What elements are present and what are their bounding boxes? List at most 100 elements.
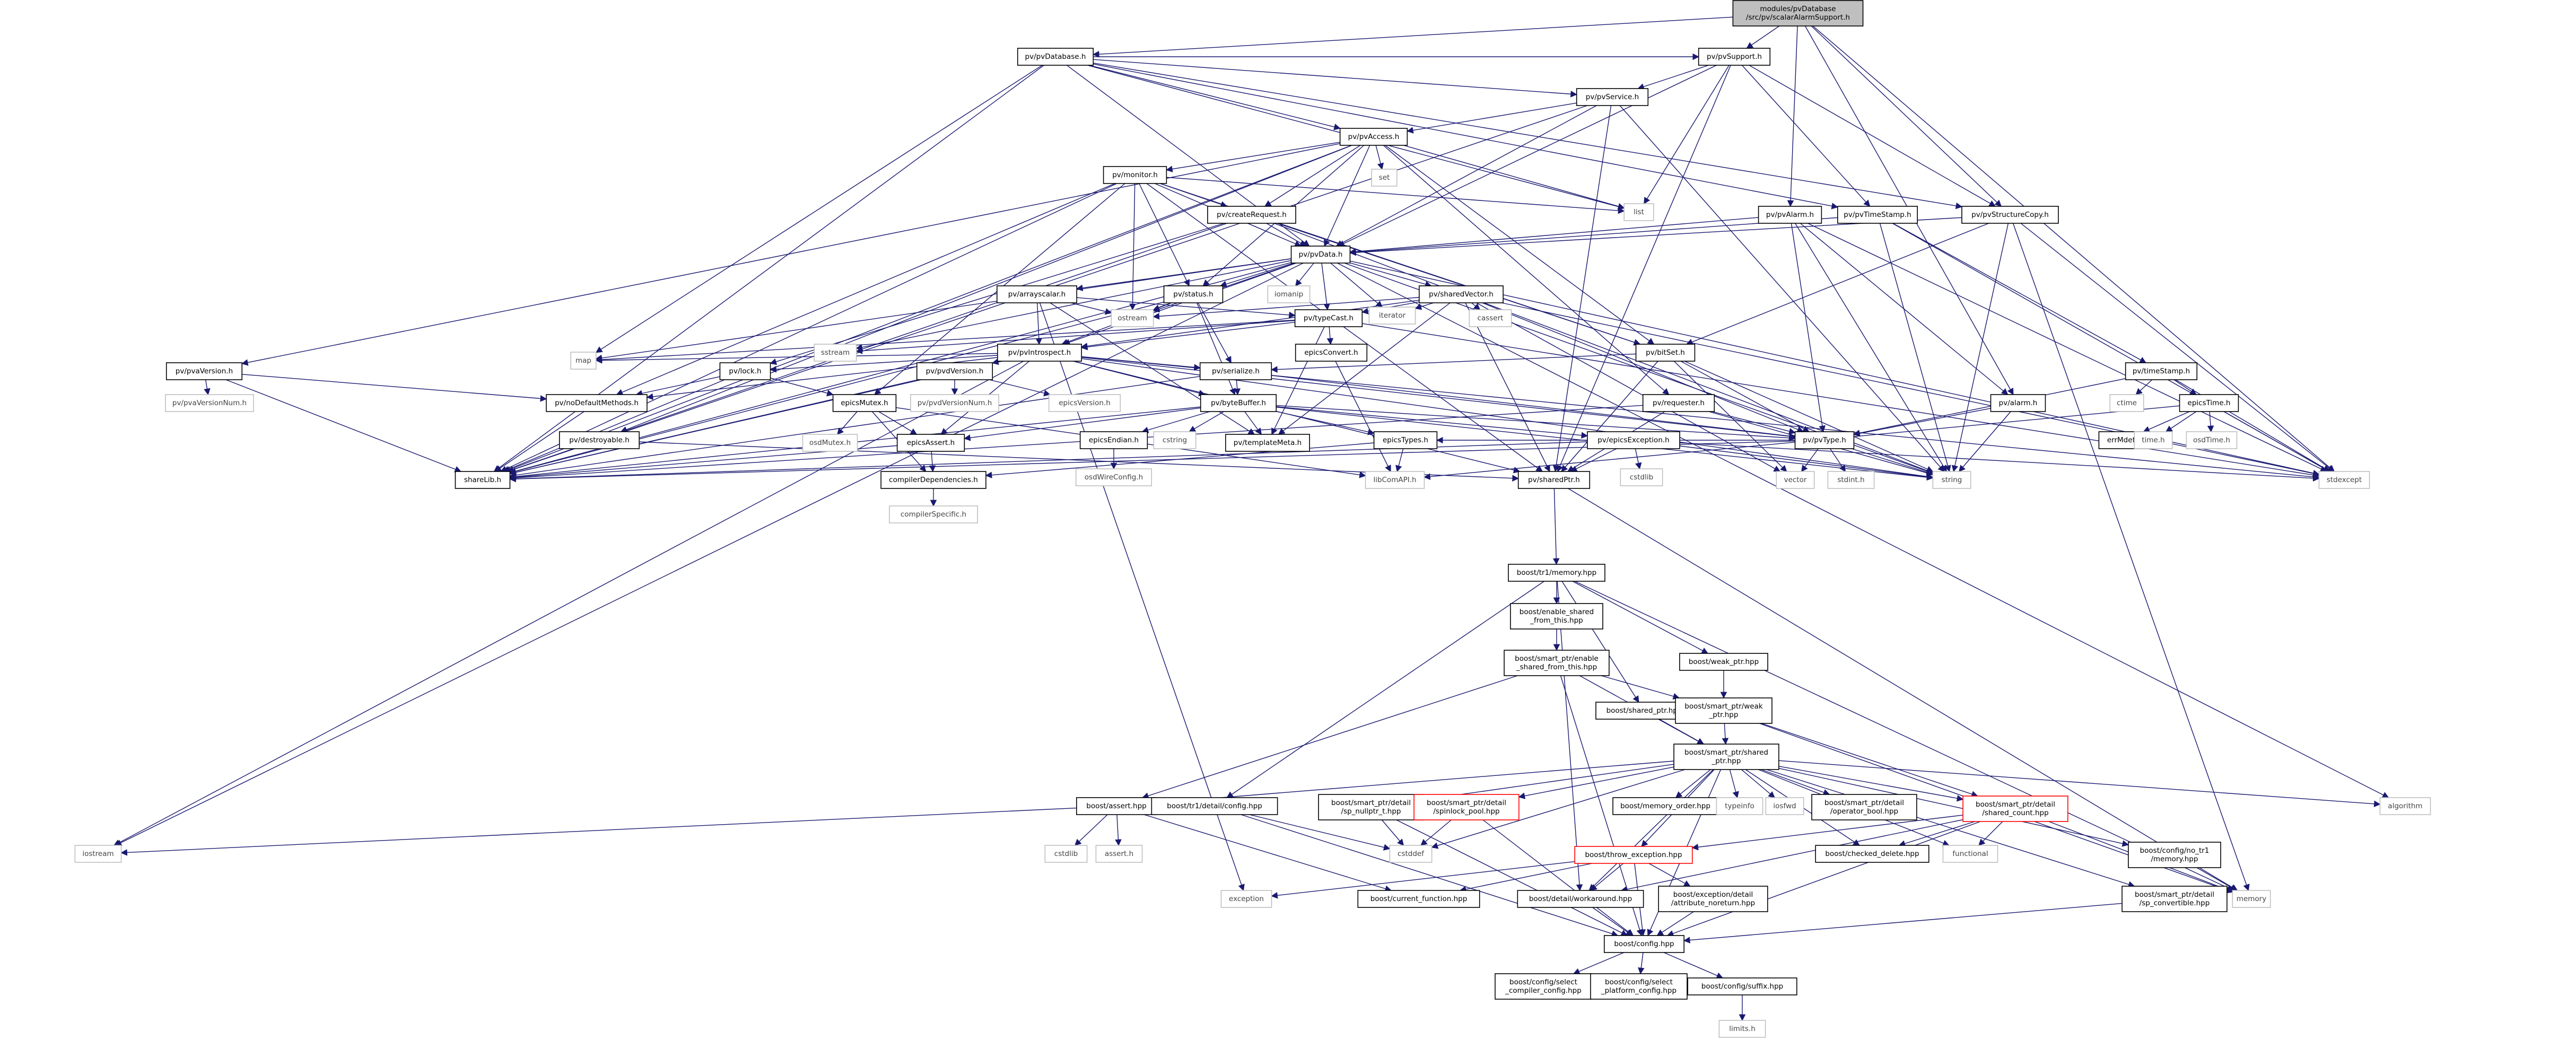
graph-node-templateMeta[interactable]: pv/templateMeta.h (1225, 434, 1310, 452)
edge-line (1092, 16, 1733, 58)
edge-spSharedPtr-to-spinlockPool (1518, 766, 1674, 799)
node-box (1811, 794, 1917, 820)
node-label: pv/typeCast.h (1304, 314, 1354, 322)
graph-node-serialize[interactable]: pv/serialize.h (1199, 362, 1272, 380)
node-label: pv/alarm.h (1999, 399, 2038, 407)
edge-line (509, 440, 1795, 483)
graph-node-tr1DetailConfig[interactable]: boost/tr1/detail/config.hpp (1151, 797, 1278, 815)
edge-tr1DetailConfig-to-cstddef (1249, 814, 1391, 851)
node-box (165, 394, 254, 412)
graph-node-memoryOrder[interactable]: boost/memory_order.hpp (1612, 797, 1718, 815)
edge-typeCast-to-map (595, 319, 1295, 363)
graph-node-pvSupport[interactable]: pv/pvSupport.h (1698, 48, 1771, 66)
graph-node-pvService[interactable]: pv/pvService.h (1576, 88, 1649, 106)
graph-node-pvType[interactable]: pv/pvType.h (1794, 431, 1855, 449)
graph-node-pvaException[interactable]: pv/epicsException.h (1587, 431, 1680, 449)
edge-typeCast-to-pvIntrospect (1080, 321, 1295, 351)
graph-node-pvStatus[interactable]: pv/status.h (1163, 285, 1224, 303)
graph-node-spConvertible[interactable]: boost/smart_ptr/detail/sp_convertible.hp… (2121, 886, 2228, 912)
graph-node-sharedVector[interactable]: pv/sharedVector.h (1419, 285, 1504, 303)
graph-node-sharedPtr[interactable]: pv/sharedPtr.h (1517, 471, 1591, 489)
graph-node-destroyable[interactable]: pv/destroyable.h (559, 431, 640, 449)
edge-pvSupport-to-pvData (1338, 65, 1717, 247)
node-label: cstdlib (1630, 473, 1653, 482)
graph-node-lock[interactable]: pv/lock.h (719, 362, 771, 380)
graph-node-root[interactable]: modules/pvDatabase/src/pv/scalarAlarmSup… (1732, 0, 1864, 27)
graph-node-throwException[interactable]: boost/throw_exception.hpp (1574, 846, 1693, 864)
graph-node-pvIntrospect[interactable]: pv/pvIntrospect.h (997, 344, 1082, 362)
node-label: pv/noDefaultMethods.h (555, 399, 639, 407)
graph-node-pvDatabase[interactable]: pv/pvDatabase.h (1017, 48, 1094, 66)
edge-line (1276, 405, 1796, 442)
graph-node-attrNoreturn[interactable]: boost/exception/detail/attribute_noretur… (1658, 886, 1768, 912)
edge-pvAccess-to-destroyable (620, 145, 1352, 433)
graph-node-boostAssert[interactable]: boost/assert.hpp (1076, 797, 1157, 815)
graph-node-checkedDelete[interactable]: boost/checked_delete.hpp (1815, 845, 1929, 863)
graph-node-tr1memory[interactable]: boost/tr1/memory.hpp (1508, 564, 1605, 582)
graph-node-noTr1Memory[interactable]: boost/config/no_tr1/memory.hpp (2128, 842, 2221, 868)
graph-node-pvArrayScalar[interactable]: pv/arrayscalar.h (997, 285, 1078, 303)
node-label: pv/pvaVersionNum.h (172, 399, 247, 407)
graph-node-epicsConvert[interactable]: epicsConvert.h (1295, 344, 1368, 362)
edge-root-to-pvDatabase (1092, 16, 1733, 58)
graph-node-requester[interactable]: pv/requester.h (1642, 394, 1715, 412)
graph-node-pvData[interactable]: pv/pvData.h (1290, 246, 1351, 264)
graph-node-compilerDependencies[interactable]: compilerDependencies.h (880, 471, 986, 489)
graph-node-selectCompiler[interactable]: boost/config/select_compiler_config.hpp (1495, 973, 1592, 1000)
graph-node-pvAccess[interactable]: pv/pvAccess.h (1339, 128, 1408, 146)
edge-line (620, 145, 1352, 433)
graph-node-pvStructureCopy[interactable]: pv/pvStructureCopy.h (1961, 206, 2059, 224)
graph-node-spNullptr[interactable]: boost/smart_ptr/detail/sp_nullptr_t.hpp (1318, 794, 1424, 820)
graph-node-monitor[interactable]: pv/monitor.h (1103, 166, 1167, 184)
graph-node-pvTimeStamp[interactable]: pv/pvTimeStamp.h (1837, 206, 1918, 224)
graph-node-pvaVersion[interactable]: pv/pvaVersion.h (165, 362, 243, 380)
node-box (1318, 794, 1424, 820)
graph-node-bitSet[interactable]: pv/bitSet.h (1635, 344, 1696, 362)
graph-node-spWeakPtr[interactable]: boost/smart_ptr/weak_ptr.hpp (1675, 697, 1772, 724)
edge-line (1271, 353, 1636, 373)
edge-pvData-to-iomanip (1295, 263, 1314, 286)
graph-node-epicsMutex[interactable]: epicsMutex.h (832, 394, 897, 412)
graph-node-pvdVersion[interactable]: pv/pvdVersion.h (916, 362, 993, 380)
edge-line (1811, 25, 2002, 207)
graph-node-byteBuffer[interactable]: pv/byteBuffer.h (1200, 394, 1277, 412)
graph-node-weakPtr[interactable]: boost/weak_ptr.hpp (1679, 653, 1768, 671)
graph-node-typeCast[interactable]: pv/typeCast.h (1294, 309, 1363, 327)
graph-node-createRequest[interactable]: pv/createRequest.h (1207, 206, 1296, 224)
graph-node-sharedCount[interactable]: boost/smart_ptr/detail/shared_count.hpp (1962, 796, 2068, 822)
graph-node-epicsTime[interactable]: epicsTime.h (2179, 394, 2239, 412)
graph-node-config[interactable]: boost/config.hpp (1604, 935, 1685, 953)
node-label: boost/weak_ptr.hpp (1689, 658, 1759, 666)
edge-line (1570, 448, 1617, 472)
graph-node-suffix[interactable]: boost/config/suffix.hpp (1687, 977, 1797, 995)
graph-node-workaround[interactable]: boost/detail/workaround.hpp (1517, 890, 1644, 908)
graph-node-alarm[interactable]: pv/alarm.h (1990, 394, 2046, 412)
edge-line (1778, 766, 1964, 802)
edge-line (1951, 223, 2009, 473)
graph-node-epicsTypes[interactable]: epicsTypes.h (1373, 431, 1438, 449)
edge-pvdVersion-to-sharedLib (509, 379, 918, 476)
edge-sharedCount-to-functional (1978, 821, 2003, 846)
graph-node-selectPlatform[interactable]: boost/config/select_platform_config.hpp (1590, 973, 1688, 1000)
graph-node-sharedLib[interactable]: shareLib.h (455, 471, 511, 489)
graph-node-enableSharedFromThis[interactable]: boost/enable_shared_from_this.hpp (1510, 603, 1603, 630)
graph-node-noDefaultMethods[interactable]: pv/noDefaultMethods.h (546, 394, 648, 412)
node-label: iosfwd (1773, 802, 1796, 810)
edge-pvStructureCopy-to-string (1951, 223, 2009, 473)
graph-node-pvAlarm[interactable]: pv/pvAlarm.h (1758, 206, 1822, 224)
node-box (1220, 890, 1272, 908)
graph-node-spinlockPool[interactable]: boost/smart_ptr/detail/spinlock_pool.hpp (1413, 794, 1520, 820)
node-label: pv/destroyable.h (569, 436, 630, 444)
edge-pvData-to-sharedLib (509, 262, 1291, 475)
node-box (1815, 845, 1929, 863)
graph-node-operatorBool[interactable]: boost/smart_ptr/detail/operator_bool.hpp (1811, 794, 1917, 820)
edge-line (1115, 814, 1122, 846)
graph-node-epicsEndian[interactable]: epicsEndian.h (1079, 431, 1148, 449)
graph-node-spEnableShared[interactable]: boost/smart_ptr/enable_shared_from_this.… (1504, 650, 1610, 676)
graph-node-epicsAssert[interactable]: epicsAssert.h (896, 434, 965, 452)
graph-node-currentFunction[interactable]: boost/current_function.hpp (1357, 890, 1480, 908)
graph-node-spSharedPtr[interactable]: boost/smart_ptr/shared_ptr.hpp (1673, 744, 1779, 770)
graph-node-timeStamp[interactable]: pv/timeStamp.h (2125, 362, 2198, 380)
edge-root-to-stdexcept (1812, 25, 2335, 472)
node-label: pv/pvSupport.h (1707, 53, 1762, 61)
